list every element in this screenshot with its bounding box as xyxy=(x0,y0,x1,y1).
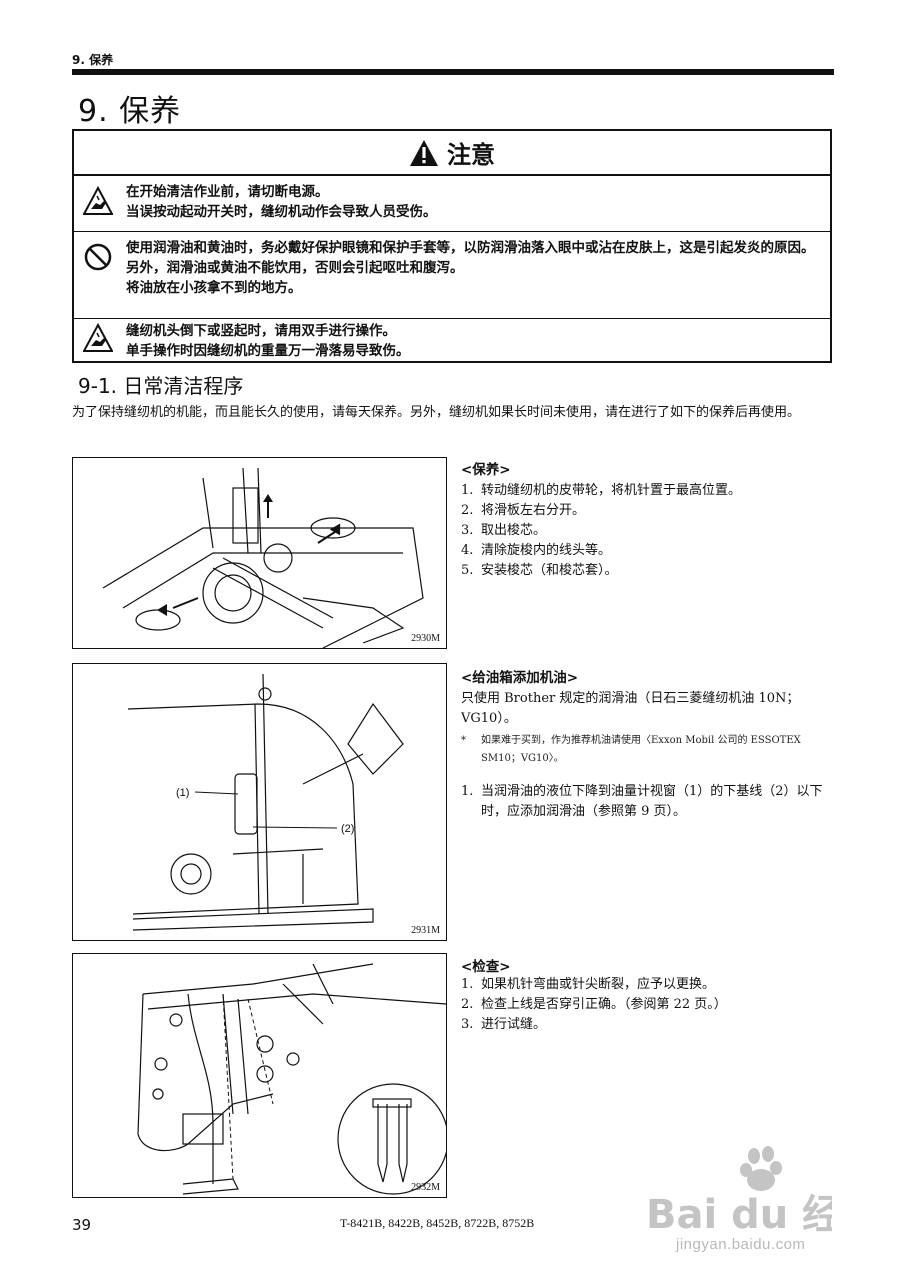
list-item: 4. 清除旋梭内的线头等。 xyxy=(461,541,833,561)
header-rule xyxy=(72,69,834,75)
figure-code: 2931M xyxy=(411,925,440,936)
step-number: 3. xyxy=(461,523,474,538)
section-title: 9-1. 日常清洁程序 xyxy=(78,374,244,398)
inspection-steps: 1. 如果机针弯曲或针尖断裂，应予以更换。 2. 检查上线是否穿引正确。（参阅第 2… xyxy=(461,975,833,1035)
caution-section-lubricant: 使用润滑油和黄油时，务必戴好保护眼镜和保护手套等，以防润滑油落入眼中或沾在皮肤上… xyxy=(74,231,830,318)
list-item: 1. 转动缝纫机的皮带轮，将机针置于最高位置。 xyxy=(461,481,833,501)
caution-section-machine-head: 缝纫机头倒下或竖起时，请用双手进行操作。 单手操作时因缝纫机的重量万一滑落易导致… xyxy=(74,318,830,362)
maintenance-heading: <保养> xyxy=(461,462,511,478)
needle-inspection-illustration xyxy=(137,963,446,1195)
step-text: 将滑板左右分开。 xyxy=(481,503,586,518)
list-item: 2. 检查上线是否穿引正确。（参阅第 22 页。） xyxy=(461,995,833,1015)
figure-code: 2930M xyxy=(411,633,440,644)
note-text: 如果难于买到，作为推荐机油请使用〈Exxon Mobil 公司的 ESSOTEX… xyxy=(481,735,801,764)
maintenance-steps: 1. 转动缝纫机的皮带轮，将机针置于最高位置。 2. 将滑板左右分开。 3. 取出梭芯… xyxy=(461,481,833,581)
oil-baseline-label: (2) xyxy=(341,823,354,835)
oiling-steps: 1. 当润滑油的液位下降到油量计视窗（1）的下基线（2）以下时，应添加润滑油（参照… xyxy=(461,782,833,822)
step-text: 检查上线是否穿引正确。（参阅第 22 页。） xyxy=(481,997,727,1012)
figure-oil-tank: (1) (2) 2931M xyxy=(72,663,447,941)
step-text: 转动缝纫机的皮带轮，将机针置于最高位置。 xyxy=(481,483,742,498)
step-number: 1. xyxy=(461,977,474,992)
caution-line: 缝纫机头倒下或竖起时，请用双手进行操作。 xyxy=(126,323,396,339)
caution-line: 将油放在小孩拿不到的地方。 xyxy=(126,280,302,296)
caution-line: 使用润滑油和黄油时，务必戴好保护眼镜和保护手套等，以防润滑油落入眼中或沾在皮肤上… xyxy=(126,240,815,256)
oiling-paragraph: 只使用 Brother 规定的润滑油（日石三菱缝纫机油 10N；VG10）。 xyxy=(461,691,800,726)
figure-code: 2932M xyxy=(411,1182,440,1193)
intro-paragraph: 为了保持缝纫机的机能，而且能长久的使用，请每天保养。另外，缝纫机如果长时间未使用… xyxy=(72,405,801,420)
list-item: 3. 进行试缝。 xyxy=(461,1015,833,1035)
prohibition-icon xyxy=(84,243,112,271)
list-item: 3. 取出梭芯。 xyxy=(461,521,833,541)
step-number: 2. xyxy=(461,503,474,518)
warning-triangle-icon xyxy=(410,139,438,166)
caution-box: 注意 在开始清洁作业前，请切断电源。 当误按动起动开关时，缝纫机动作会导致人员受… xyxy=(72,129,832,363)
oil-window-label: (1) xyxy=(176,787,189,799)
step-number: 2. xyxy=(461,997,474,1012)
watermark-logo-text: Bai du 经验 xyxy=(646,1192,832,1238)
running-header: 9. 保养 xyxy=(72,53,114,67)
step-text: 取出梭芯。 xyxy=(481,523,547,538)
caution-line: 在开始清洁作业前，请切断电源。 xyxy=(126,184,329,200)
step-text: 进行试缝。 xyxy=(481,1017,547,1032)
page-number: 39 xyxy=(72,1216,92,1234)
caution-section-power: 在开始清洁作业前，请切断电源。 当误按动起动开关时，缝纫机动作会导致人员受伤。 xyxy=(74,176,830,230)
step-number: 1. xyxy=(461,483,474,498)
caution-line: 当误按动起动开关时，缝纫机动作会导致人员受伤。 xyxy=(126,204,437,220)
baidu-watermark-logo: Bai du 经验 xyxy=(646,1146,832,1238)
hand-injury-warning-icon xyxy=(83,323,113,352)
caution-header: 注意 xyxy=(74,131,830,176)
oil-tank-illustration: (1) (2) xyxy=(127,673,404,931)
step-number: 3. xyxy=(461,1017,474,1032)
step-number: 5. xyxy=(461,563,474,578)
list-item: 1. 如果机针弯曲或针尖断裂，应予以更换。 xyxy=(461,975,833,995)
step-number: 1. xyxy=(461,784,474,799)
step-text: 安装梭芯（和梭芯套）。 xyxy=(481,563,618,578)
chapter-title: 9. 保养 xyxy=(78,94,182,129)
list-item: 2. 将滑板左右分开。 xyxy=(461,501,833,521)
list-item: 5. 安装梭芯（和梭芯套）。 xyxy=(461,561,833,581)
figure-hook-cleaning: 2930M xyxy=(72,457,447,649)
figure-needle-inspection: 2932M xyxy=(72,953,447,1198)
step-text: 当润滑油的液位下降到油量计视窗（1）的下基线（2）以下时，应添加润滑油（参照第 … xyxy=(481,784,823,819)
step-text: 清除旋梭内的线头等。 xyxy=(481,543,612,558)
step-text: 如果机针弯曲或针尖断裂，应予以更换。 xyxy=(481,977,716,992)
oiling-note: * 如果难于买到，作为推荐机油请使用〈Exxon Mobil 公司的 ESSOT… xyxy=(461,732,833,768)
note-marker: * xyxy=(461,735,466,746)
caution-title: 注意 xyxy=(447,141,495,169)
watermark-url: jingyan.baidu.com xyxy=(676,1236,806,1253)
caution-line: 单手操作时因缝纫机的重量万一滑落易导致伤。 xyxy=(126,343,410,359)
hook-cleaning-illustration xyxy=(102,467,424,648)
hand-injury-warning-icon xyxy=(83,186,113,215)
caution-line: 另外，润滑油或黄油不能饮用，否则会引起呕吐和腹泻。 xyxy=(126,260,464,276)
inspection-heading: <检查> xyxy=(461,959,511,975)
step-number: 4. xyxy=(461,543,474,558)
oiling-heading: <给油箱添加机油> xyxy=(461,670,579,686)
model-line: T-8421B, 8422B, 8452B, 8722B, 8752B xyxy=(340,1216,535,1230)
list-item: 1. 当润滑油的液位下降到油量计视窗（1）的下基线（2）以下时，应添加润滑油（参照… xyxy=(461,782,833,822)
